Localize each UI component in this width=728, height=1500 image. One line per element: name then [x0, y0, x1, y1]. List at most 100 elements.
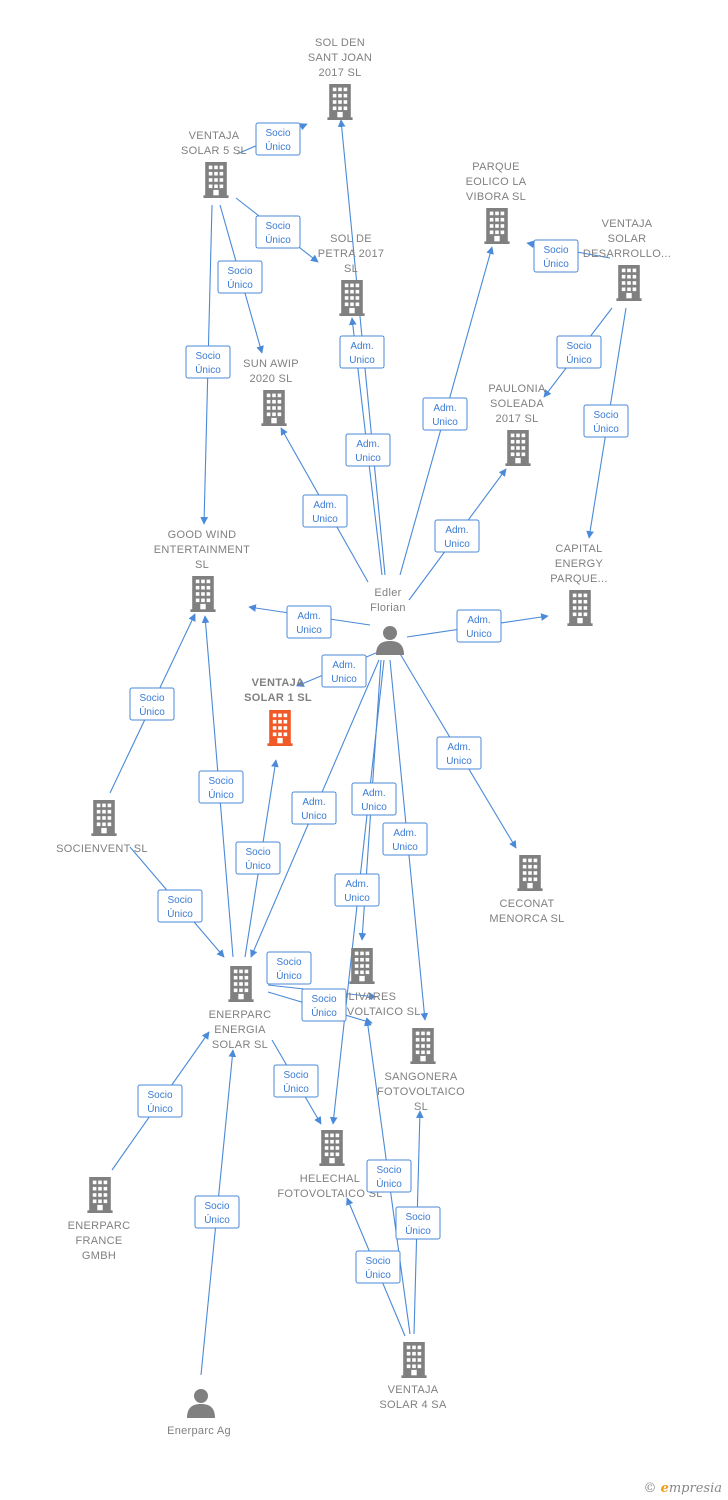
building-icon — [261, 390, 287, 426]
edge-label[interactable]: Adm.Unico — [321, 654, 367, 688]
brand-footer: © empresia — [643, 1481, 722, 1496]
edge-label[interactable]: Adm.Unico — [286, 605, 332, 639]
node-label: SOLAR — [608, 233, 647, 245]
edge-label-text: Adm. — [433, 403, 456, 414]
labels-layer: SocioÚnicoSocioÚnicoSocioÚnicoSocioÚnico… — [129, 122, 629, 1284]
edge-label-box — [436, 736, 482, 770]
edge-label-text: Adm. — [362, 788, 385, 799]
edge-label-text: Adm. — [393, 828, 416, 839]
edge-label[interactable]: Adm. Unico — [351, 782, 397, 816]
edge-label-box — [533, 239, 579, 273]
building-icon — [505, 430, 531, 466]
edge-label-text: Único — [365, 1268, 391, 1281]
edge-label[interactable]: Adm.Unico — [345, 433, 391, 467]
edge-label[interactable]: Adm.Unico — [291, 791, 337, 825]
edge-label-box — [286, 605, 332, 639]
building-icon — [91, 800, 117, 836]
edge-label[interactable]: Adm.Unico — [436, 736, 482, 770]
edge-label[interactable]: Adm.Unico — [456, 609, 502, 643]
edge-label-text: Único — [566, 353, 592, 366]
edge-label-text: Adm. — [332, 660, 355, 671]
building-icon — [567, 590, 593, 626]
edge-label-text: Único — [195, 363, 221, 376]
edge-label-box — [351, 782, 397, 816]
edge-label-text: Único — [311, 1006, 337, 1019]
node-socienvent[interactable]: SOCIENVENT SL — [56, 800, 148, 855]
edge-label[interactable]: Adm.Unico — [334, 873, 380, 907]
node-label: SL — [414, 1101, 428, 1113]
building-icon — [410, 1028, 436, 1064]
node-enerparc_ag[interactable]: Enerparc Ag — [167, 1389, 231, 1437]
node-label: OLIVARES — [340, 991, 397, 1003]
edge-label[interactable]: Adm.Unico — [339, 335, 385, 369]
edge-label-text: Adm. — [313, 500, 336, 511]
edge-label[interactable]: Adm.Unico — [422, 397, 468, 431]
edge-label-text: Adm. — [345, 879, 368, 890]
edge-label-box — [345, 433, 391, 467]
node-label: GMBH — [82, 1250, 116, 1262]
edge-label-text: Único — [276, 969, 302, 982]
edge-label[interactable]: Adm.Unico — [434, 519, 480, 553]
node-label: PAULONIA — [488, 383, 546, 395]
edge-label-text: Socio — [167, 895, 192, 906]
brand-logo-e: e — [660, 1481, 669, 1496]
edge-label-box — [339, 335, 385, 369]
edge-label-text: Único — [283, 1082, 309, 1095]
building-icon — [319, 1130, 345, 1166]
node-label: ENERPARC — [209, 1009, 272, 1021]
edge-label-text: Socio — [204, 1201, 229, 1212]
edge-label-box — [266, 951, 312, 985]
edge-label[interactable]: Adm.Unico — [302, 494, 348, 528]
person-icon — [187, 1389, 215, 1418]
edge-label[interactable]: Adm.Unico — [382, 822, 428, 856]
copyright-icon: © — [643, 1481, 657, 1496]
edge-label-text: Unico — [301, 811, 327, 822]
edge-label-text: Socio — [543, 245, 568, 256]
node-label: FOTOVOLTAICO SL — [277, 1188, 382, 1200]
edge-label-text: Socio — [208, 776, 233, 787]
node-capital_energy[interactable]: CAPITALENERGYPARQUE... — [550, 543, 608, 626]
node-label: VIBORA SL — [466, 191, 526, 203]
edge-label-text: Unico — [361, 802, 387, 813]
node-label: GOOD WIND — [168, 529, 237, 541]
node-ventaja_desarrollo[interactable]: VENTAJASOLARDESARROLLO... — [583, 218, 671, 301]
edge-label-text: Socio — [566, 341, 591, 352]
edge-label-box — [137, 1084, 183, 1118]
node-label: ENERGIA — [214, 1024, 266, 1036]
edge-label-text: Único — [543, 257, 569, 270]
